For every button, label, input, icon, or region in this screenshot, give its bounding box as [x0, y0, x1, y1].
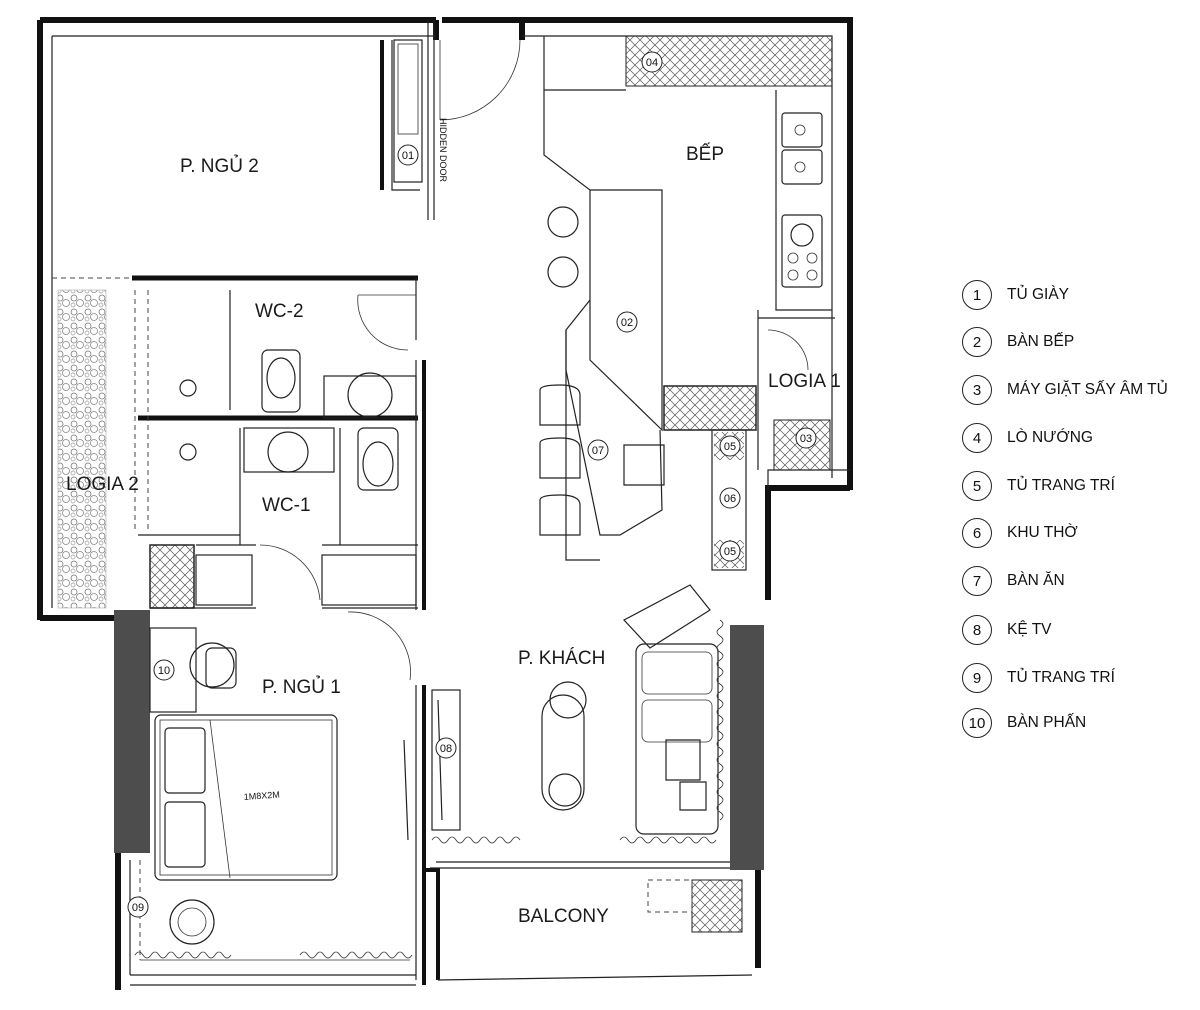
room-label-balcony: BALCONY — [518, 906, 609, 927]
bed-size-label: 1M8X2M — [243, 790, 280, 802]
room-label-logia2: LOGIA 2 — [66, 474, 139, 495]
svg-text:06: 06 — [724, 493, 736, 505]
tag-05-bottom: 05 — [719, 540, 741, 562]
floor-plan: HIDDEN DOOR — [37, 17, 853, 990]
room-label-wc2: WC-2 — [255, 301, 304, 322]
bedroom1-chair — [169, 899, 215, 945]
room-label-living: P. KHÁCH — [518, 648, 605, 669]
oven-unit — [663, 385, 757, 431]
legend-number: 9 — [962, 663, 992, 693]
svg-text:09: 09 — [132, 902, 144, 914]
legend-item-4: 4 LÒ NƯỚNG — [962, 421, 1093, 455]
logia2-planter — [57, 289, 107, 609]
legend-label: KỆ TV — [1007, 621, 1052, 638]
tag-06: 06 — [719, 487, 741, 509]
dining-chairs — [539, 384, 665, 536]
legend-item-7: 7 BÀN ĂN — [962, 564, 1065, 598]
bedroom1-wardrobe — [149, 544, 195, 609]
entrance-door[interactable] — [427, 20, 521, 220]
legend-label: BÀN ĂN — [1007, 572, 1065, 589]
legend-number: 7 — [962, 566, 992, 596]
legend-label: TỦ GIÀY — [1007, 286, 1070, 303]
legend-number: 6 — [962, 518, 992, 548]
tv-shelf — [431, 689, 461, 831]
legend-item-10: 10 BÀN PHẤN — [962, 706, 1086, 740]
legend-number: 1 — [962, 280, 992, 310]
tag-09: 09 — [127, 896, 149, 918]
svg-text:05: 05 — [724, 546, 736, 558]
legend-number: 4 — [962, 423, 992, 453]
legend-item-6: 6 KHU THỜ — [962, 516, 1078, 550]
coffee-table — [541, 681, 587, 811]
tag-01: 01 — [397, 144, 419, 166]
legend-number: 3 — [962, 375, 992, 405]
legend-number: 2 — [962, 327, 992, 357]
legend-number: 5 — [962, 471, 992, 501]
legend-label: MÁY GIẶT SẤY ÂM TỦ — [1007, 381, 1168, 398]
hidden-door-label: HIDDEN DOOR — [438, 118, 448, 183]
svg-text:03: 03 — [800, 433, 812, 445]
shoe-cabinet — [393, 39, 423, 183]
svg-text:02: 02 — [621, 317, 633, 329]
tag-03: 03 — [795, 427, 817, 449]
svg-text:04: 04 — [646, 57, 658, 69]
sofa — [623, 584, 719, 835]
legend-label: TỦ TRANG TRÍ — [1007, 477, 1115, 494]
bed — [154, 714, 338, 881]
legend-label: BÀN PHẤN — [1007, 714, 1087, 731]
tag-04: 04 — [641, 51, 663, 73]
tag-10: 10 — [153, 659, 175, 681]
legend-number: 8 — [962, 615, 992, 645]
balcony-cabinet — [691, 879, 743, 933]
svg-text:08: 08 — [440, 743, 452, 755]
wc1-fixtures — [243, 427, 411, 681]
curtain-living — [431, 836, 521, 844]
wc2-fixtures — [179, 294, 417, 461]
legend-label: TỦ TRANG TRÍ — [1007, 669, 1115, 686]
legend-label: KHU THỜ — [1007, 524, 1078, 541]
room-label-logia1: LOGIA 1 — [768, 371, 841, 392]
svg-text:10: 10 — [158, 665, 170, 677]
kitchen-island — [543, 90, 663, 561]
legend-label: LÒ NƯỚNG — [1007, 429, 1093, 446]
legend-number: 10 — [962, 708, 992, 738]
tag-05-top: 05 — [719, 435, 741, 457]
tag-02: 02 — [616, 311, 638, 333]
svg-text:05: 05 — [724, 441, 736, 453]
room-label-wc1: WC-1 — [262, 495, 311, 516]
legend-item-2: 2 BÀN BẾP — [962, 325, 1074, 359]
kitchen-counters — [543, 35, 833, 311]
room-label-bedroom2: P. NGỦ 2 — [180, 155, 259, 177]
column-right — [730, 625, 764, 870]
column-left — [114, 610, 150, 853]
svg-text:01: 01 — [402, 150, 414, 162]
room-label-bedroom1: P. NGỦ 1 — [262, 676, 341, 698]
legend-item-9: 9 TỦ TRANG TRÍ — [962, 661, 1115, 695]
legend-item-3: 3 MÁY GIẶT SẤY ÂM TỦ — [962, 373, 1168, 407]
legend-item-1: 1 TỦ GIÀY — [962, 278, 1069, 312]
tag-08: 08 — [435, 737, 457, 759]
room-label-kitchen: BẾP — [686, 143, 724, 165]
dressing-table — [149, 627, 237, 713]
tag-07: 07 — [587, 439, 609, 461]
curtain-bedroom — [134, 951, 232, 959]
legend-label: BÀN BẾP — [1007, 333, 1075, 350]
svg-text:07: 07 — [592, 445, 604, 457]
legend-item-8: 8 KỆ TV — [962, 613, 1052, 647]
legend-item-5: 5 TỦ TRANG TRÍ — [962, 469, 1115, 503]
